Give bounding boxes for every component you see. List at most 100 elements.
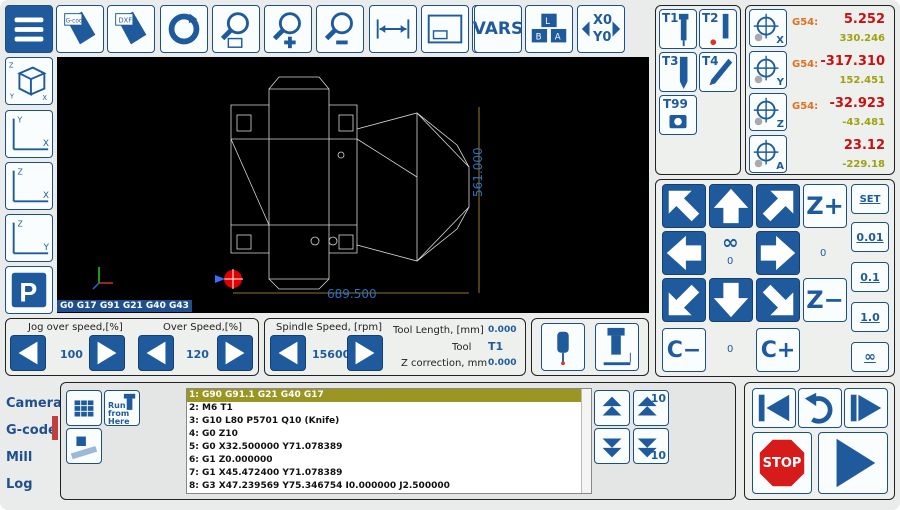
gcode-line[interactable]: 7: G1 X45.472400 Y71.078389 — [189, 468, 343, 478]
gcode-line[interactable]: 4: G0 Z10 — [189, 429, 238, 439]
jog-step-infinity: ∞ — [722, 230, 739, 254]
spindle-decrease-button[interactable] — [270, 335, 306, 371]
jog-cminus-button[interactable]: C− — [662, 328, 706, 372]
current-tool-value: T1 — [488, 340, 504, 353]
tool-t99-button[interactable]: T99 — [659, 95, 697, 135]
skip-back-icon — [758, 394, 790, 422]
probe-button[interactable] — [541, 323, 585, 371]
overspeed-increase-button[interactable] — [217, 335, 253, 371]
x0-label: X0 — [593, 13, 613, 28]
z-correction-value: 0.000 — [488, 358, 517, 368]
svg-text:Y: Y — [17, 116, 23, 125]
overspeed-decrease-button[interactable] — [138, 335, 174, 371]
jog-zminus-button[interactable]: Z− — [803, 278, 847, 322]
zoom-fit-button[interactable] — [212, 5, 260, 53]
tab-mill[interactable]: Mill — [6, 450, 33, 465]
reload-button[interactable] — [160, 5, 208, 53]
step-01-button[interactable]: 0.1 — [851, 262, 889, 292]
jog-speed-increase-button[interactable] — [89, 335, 125, 371]
axis-a-zero-button[interactable]: A — [749, 135, 787, 173]
crosshair-icon — [753, 97, 779, 126]
gcode-line[interactable]: 2: M6 T1 — [189, 403, 233, 413]
dimension-lines — [233, 107, 480, 294]
step-forward-button[interactable] — [844, 388, 888, 428]
jog-right-button[interactable] — [756, 231, 800, 275]
toolpath-viewport[interactable]: 689.500 561.000 G0 G17 G91 G21 G40 G43 — [57, 57, 649, 313]
jog-up-button[interactable] — [709, 184, 753, 228]
axis-x-zero-button[interactable]: X — [749, 9, 787, 47]
scroll-down-button[interactable] — [594, 428, 630, 464]
gcode-line[interactable]: 3: G10 L80 P5701 Q10 (Knife) — [189, 416, 340, 426]
gcode-line[interactable]: 8: G3 X47.239569 Y75.346754 I0.000000 J2… — [189, 481, 450, 491]
view-xz-label: X — [42, 191, 49, 201]
jog-down-left-button[interactable] — [662, 278, 706, 322]
jog-zplus-button[interactable]: Z+ — [803, 184, 847, 228]
tab-gcode[interactable]: G-code — [6, 423, 57, 438]
jog-left-button[interactable] — [662, 231, 706, 275]
measure-button[interactable] — [369, 5, 417, 53]
tool-t1-button[interactable]: T1 — [659, 9, 697, 49]
step-back-button[interactable] — [798, 388, 842, 428]
step-01-label: 0.1 — [860, 270, 880, 284]
jog-speed-decrease-button[interactable] — [10, 335, 46, 371]
menu-button[interactable] — [5, 5, 53, 53]
step-001-button[interactable]: 0.01 — [851, 222, 889, 252]
tool-t3-button[interactable]: T3 — [659, 52, 697, 92]
step-10-button[interactable]: 1.0 — [851, 302, 889, 332]
start-button[interactable] — [818, 432, 888, 494]
scroll-up-10-button[interactable]: 10 — [633, 390, 669, 426]
spindle-increase-button[interactable] — [347, 335, 383, 371]
gcode-line[interactable]: 5: G0 X32.500000 Y71.078389 — [189, 442, 343, 452]
gcode-line[interactable]: 1: G90 G91.1 G21 G40 G17 — [187, 389, 591, 402]
parking-button[interactable]: P — [5, 266, 53, 314]
gcode-scrollbar[interactable] — [581, 389, 591, 493]
run-from-here-label: Run — [108, 401, 126, 410]
tool-t2-button[interactable]: T2 — [699, 9, 737, 49]
undo-icon — [804, 392, 833, 424]
zoom-in-button[interactable] — [264, 5, 312, 53]
tool-t4-button[interactable]: T4 — [699, 52, 737, 92]
vars-button[interactable]: VARS — [473, 5, 523, 53]
axis-machine-value: 330.246 — [839, 33, 885, 44]
jog-cplus-button[interactable]: C+ — [756, 328, 800, 372]
step-set-button[interactable]: SET — [851, 184, 889, 214]
jog-down-right-button[interactable] — [756, 278, 800, 322]
scroll-up-button[interactable] — [594, 390, 630, 426]
axis-label: X — [776, 35, 784, 46]
rewind-button[interactable] — [752, 388, 796, 428]
jog-up-left-button[interactable] — [662, 184, 706, 228]
view-xz-button[interactable]: Z X — [5, 162, 53, 210]
zoom-out-button[interactable] — [316, 5, 364, 53]
zero-xy-button[interactable]: X0 Y0 — [577, 5, 625, 53]
jog-up-right-button[interactable] — [756, 184, 800, 228]
crosshair-icon — [753, 55, 779, 84]
mill-bit-icon — [679, 56, 688, 90]
scroll-down-10-button[interactable]: 10 — [633, 428, 669, 464]
load-dxf-button[interactable]: DXF — [107, 5, 155, 53]
step-infinity-button[interactable]: ∞ — [851, 342, 889, 372]
gcode-line[interactable]: 6: G1 Z0.000000 — [189, 455, 273, 465]
tool-length-measure-button[interactable] — [595, 323, 639, 371]
axis-y-zero-button[interactable]: Y — [749, 51, 787, 89]
view-yz-button[interactable]: Z Y — [5, 214, 53, 262]
tab-log[interactable]: Log — [6, 477, 33, 492]
cut-material-button[interactable] — [66, 428, 102, 464]
tool-length-value: 0.000 — [488, 325, 517, 335]
bounding-box-button[interactable] — [421, 5, 469, 53]
axis-label: A — [776, 161, 784, 172]
load-gcode-button[interactable]: G-code — [56, 5, 104, 53]
drill-icon — [710, 13, 729, 46]
axis-label: Y — [776, 77, 784, 88]
stop-button[interactable]: STOP — [752, 432, 812, 494]
view-xy-button[interactable]: Y X — [5, 110, 53, 158]
axis-z-zero-button[interactable]: Z — [749, 93, 787, 131]
tab-camera[interactable]: Camera — [6, 396, 62, 411]
svg-text:G-code: G-code — [66, 18, 87, 24]
grid-view-button[interactable] — [66, 390, 102, 426]
skip-forward-icon — [850, 394, 882, 422]
jog-down-button[interactable] — [709, 278, 753, 322]
